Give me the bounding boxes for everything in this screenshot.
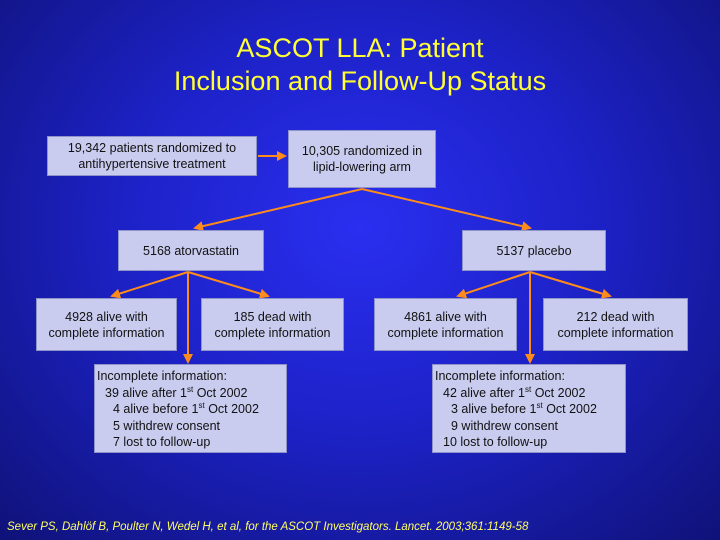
- alive-before-line: 4 alive before 1st Oct 2002: [113, 400, 259, 416]
- lipid-arm-box: 10,305 randomized in lipid-lowering arm: [288, 130, 436, 188]
- withdrew-line: 5 withdrew consent: [113, 418, 221, 433]
- lost-line: 10 lost to follow-up: [443, 435, 548, 449]
- atorva-dead-box: 185 dead with complete information: [201, 298, 344, 351]
- arrow-lipid-to-placebo: [361, 188, 532, 232]
- randomized-total-box: 19,342 patients randomized to antihypert…: [47, 136, 257, 176]
- alive-before-line: 3 alive before 1st Oct 2002: [451, 400, 597, 416]
- arrow-atorva-to-dead: [187, 271, 270, 299]
- arrow-lipid-to-atorvastatin: [193, 188, 363, 232]
- alive-after-line: 42 alive after 1st Oct 2002: [443, 384, 586, 400]
- atorva-alive-box: 4928 alive with complete information: [36, 298, 177, 351]
- arrow-placebo-to-alive: [456, 271, 531, 299]
- withdrew-line: 9 withdrew consent: [451, 418, 559, 433]
- incomplete-header: Incomplete information:: [435, 369, 565, 383]
- incomplete-header: Incomplete information:: [97, 369, 227, 383]
- title-line-1: ASCOT LLA: Patient: [236, 33, 484, 63]
- alive-after-line: 39 alive after 1st Oct 2002: [105, 384, 248, 400]
- placebo-alive-box: 4861 alive with complete information: [374, 298, 517, 351]
- placebo-incomplete-box: Incomplete information: 42 alive after 1…: [432, 364, 626, 453]
- arrow-placebo-to-dead: [529, 271, 612, 299]
- placebo-dead-box: 212 dead with complete information: [543, 298, 688, 351]
- citation: Sever PS, Dahlöf B, Poulter N, Wedel H, …: [7, 521, 529, 533]
- arrow-atorva-to-alive: [110, 271, 189, 299]
- slide-title: ASCOT LLA: Patient Inclusion and Follow-…: [0, 32, 720, 98]
- lost-line: 7 lost to follow-up: [113, 435, 211, 449]
- title-line-2: Inclusion and Follow-Up Status: [173, 66, 547, 96]
- placebo-box: 5137 placebo: [462, 230, 606, 271]
- atorva-incomplete-box: Incomplete information: 39 alive after 1…: [94, 364, 287, 453]
- atorvastatin-box: 5168 atorvastatin: [118, 230, 264, 271]
